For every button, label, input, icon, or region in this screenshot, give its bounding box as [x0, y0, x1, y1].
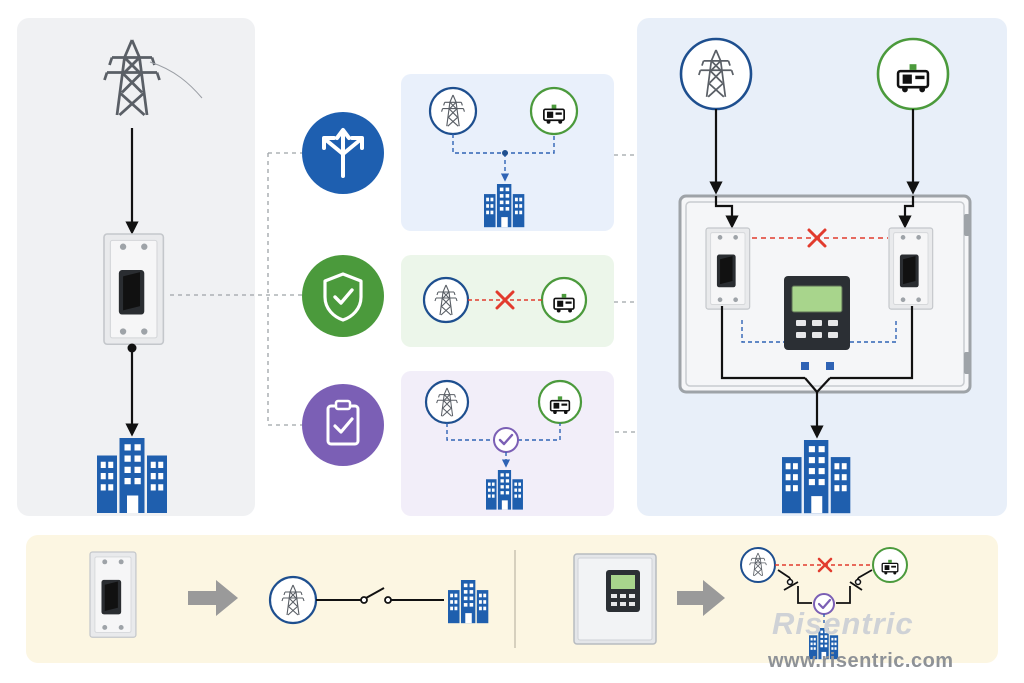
- left-feature-connector: [170, 152, 302, 426]
- ats-sense-node-left: [801, 362, 809, 370]
- watermark-url: www.risentric.com: [768, 650, 954, 672]
- card3-tower-icon: [424, 379, 470, 425]
- ats-breaker-grid: [705, 227, 751, 310]
- card1-tower-icon: [428, 86, 478, 136]
- card2-tower-icon: [422, 276, 470, 324]
- ats-grid-source-icon: [679, 37, 753, 111]
- card3-dashed-links: [446, 423, 561, 441]
- power-line-wire: [149, 61, 203, 99]
- bottom-ats-switch-right-contact: [854, 578, 862, 586]
- bottom-breaker-icon: [89, 551, 137, 638]
- check-circle-icon: [493, 427, 519, 453]
- circuit-breaker-icon: [103, 233, 165, 346]
- card1-generator-icon: [529, 86, 579, 136]
- comparison-bar: [26, 535, 998, 663]
- ats-generator-source-icon: [876, 37, 950, 111]
- right-arrow-icon: [188, 580, 238, 616]
- ats-internal-feed-left: [714, 196, 739, 229]
- open-switch-icon: [316, 587, 444, 604]
- bottom-ats-cross-icon: [817, 557, 833, 573]
- shield-check-icon: [302, 255, 384, 337]
- bottom-ats-switch-left-contact: [786, 578, 794, 586]
- watermark-brand: Risentric: [772, 606, 914, 641]
- cross-icon: [495, 290, 515, 310]
- bottom-ats-cabinet-icon: [573, 553, 657, 645]
- clipboard-check-icon: [302, 384, 384, 466]
- card1-junction: [502, 150, 508, 156]
- card1-dashed-links: [452, 134, 555, 180]
- ats-breaker-generator: [888, 227, 934, 310]
- ats-interlock-cross-icon: [807, 228, 827, 248]
- ats-controller: [784, 276, 850, 350]
- ats-sense-node-right: [826, 362, 834, 370]
- bottom-ats-generator-icon: [872, 547, 908, 583]
- bottom-right-arrow-icon: [677, 580, 725, 616]
- bottom-ats-tower-icon: [740, 547, 776, 583]
- card2-generator-icon: [540, 276, 588, 324]
- routing-arrows-icon: [302, 112, 384, 194]
- bottom-manual-tower-icon: [268, 575, 318, 625]
- ats-control-links: [741, 320, 897, 343]
- bottom-ats-check-icon: [813, 593, 835, 615]
- card3-generator-icon: [537, 379, 583, 425]
- ats-output-bus: [720, 306, 914, 393]
- ats-internal-feed-right: [898, 196, 915, 229]
